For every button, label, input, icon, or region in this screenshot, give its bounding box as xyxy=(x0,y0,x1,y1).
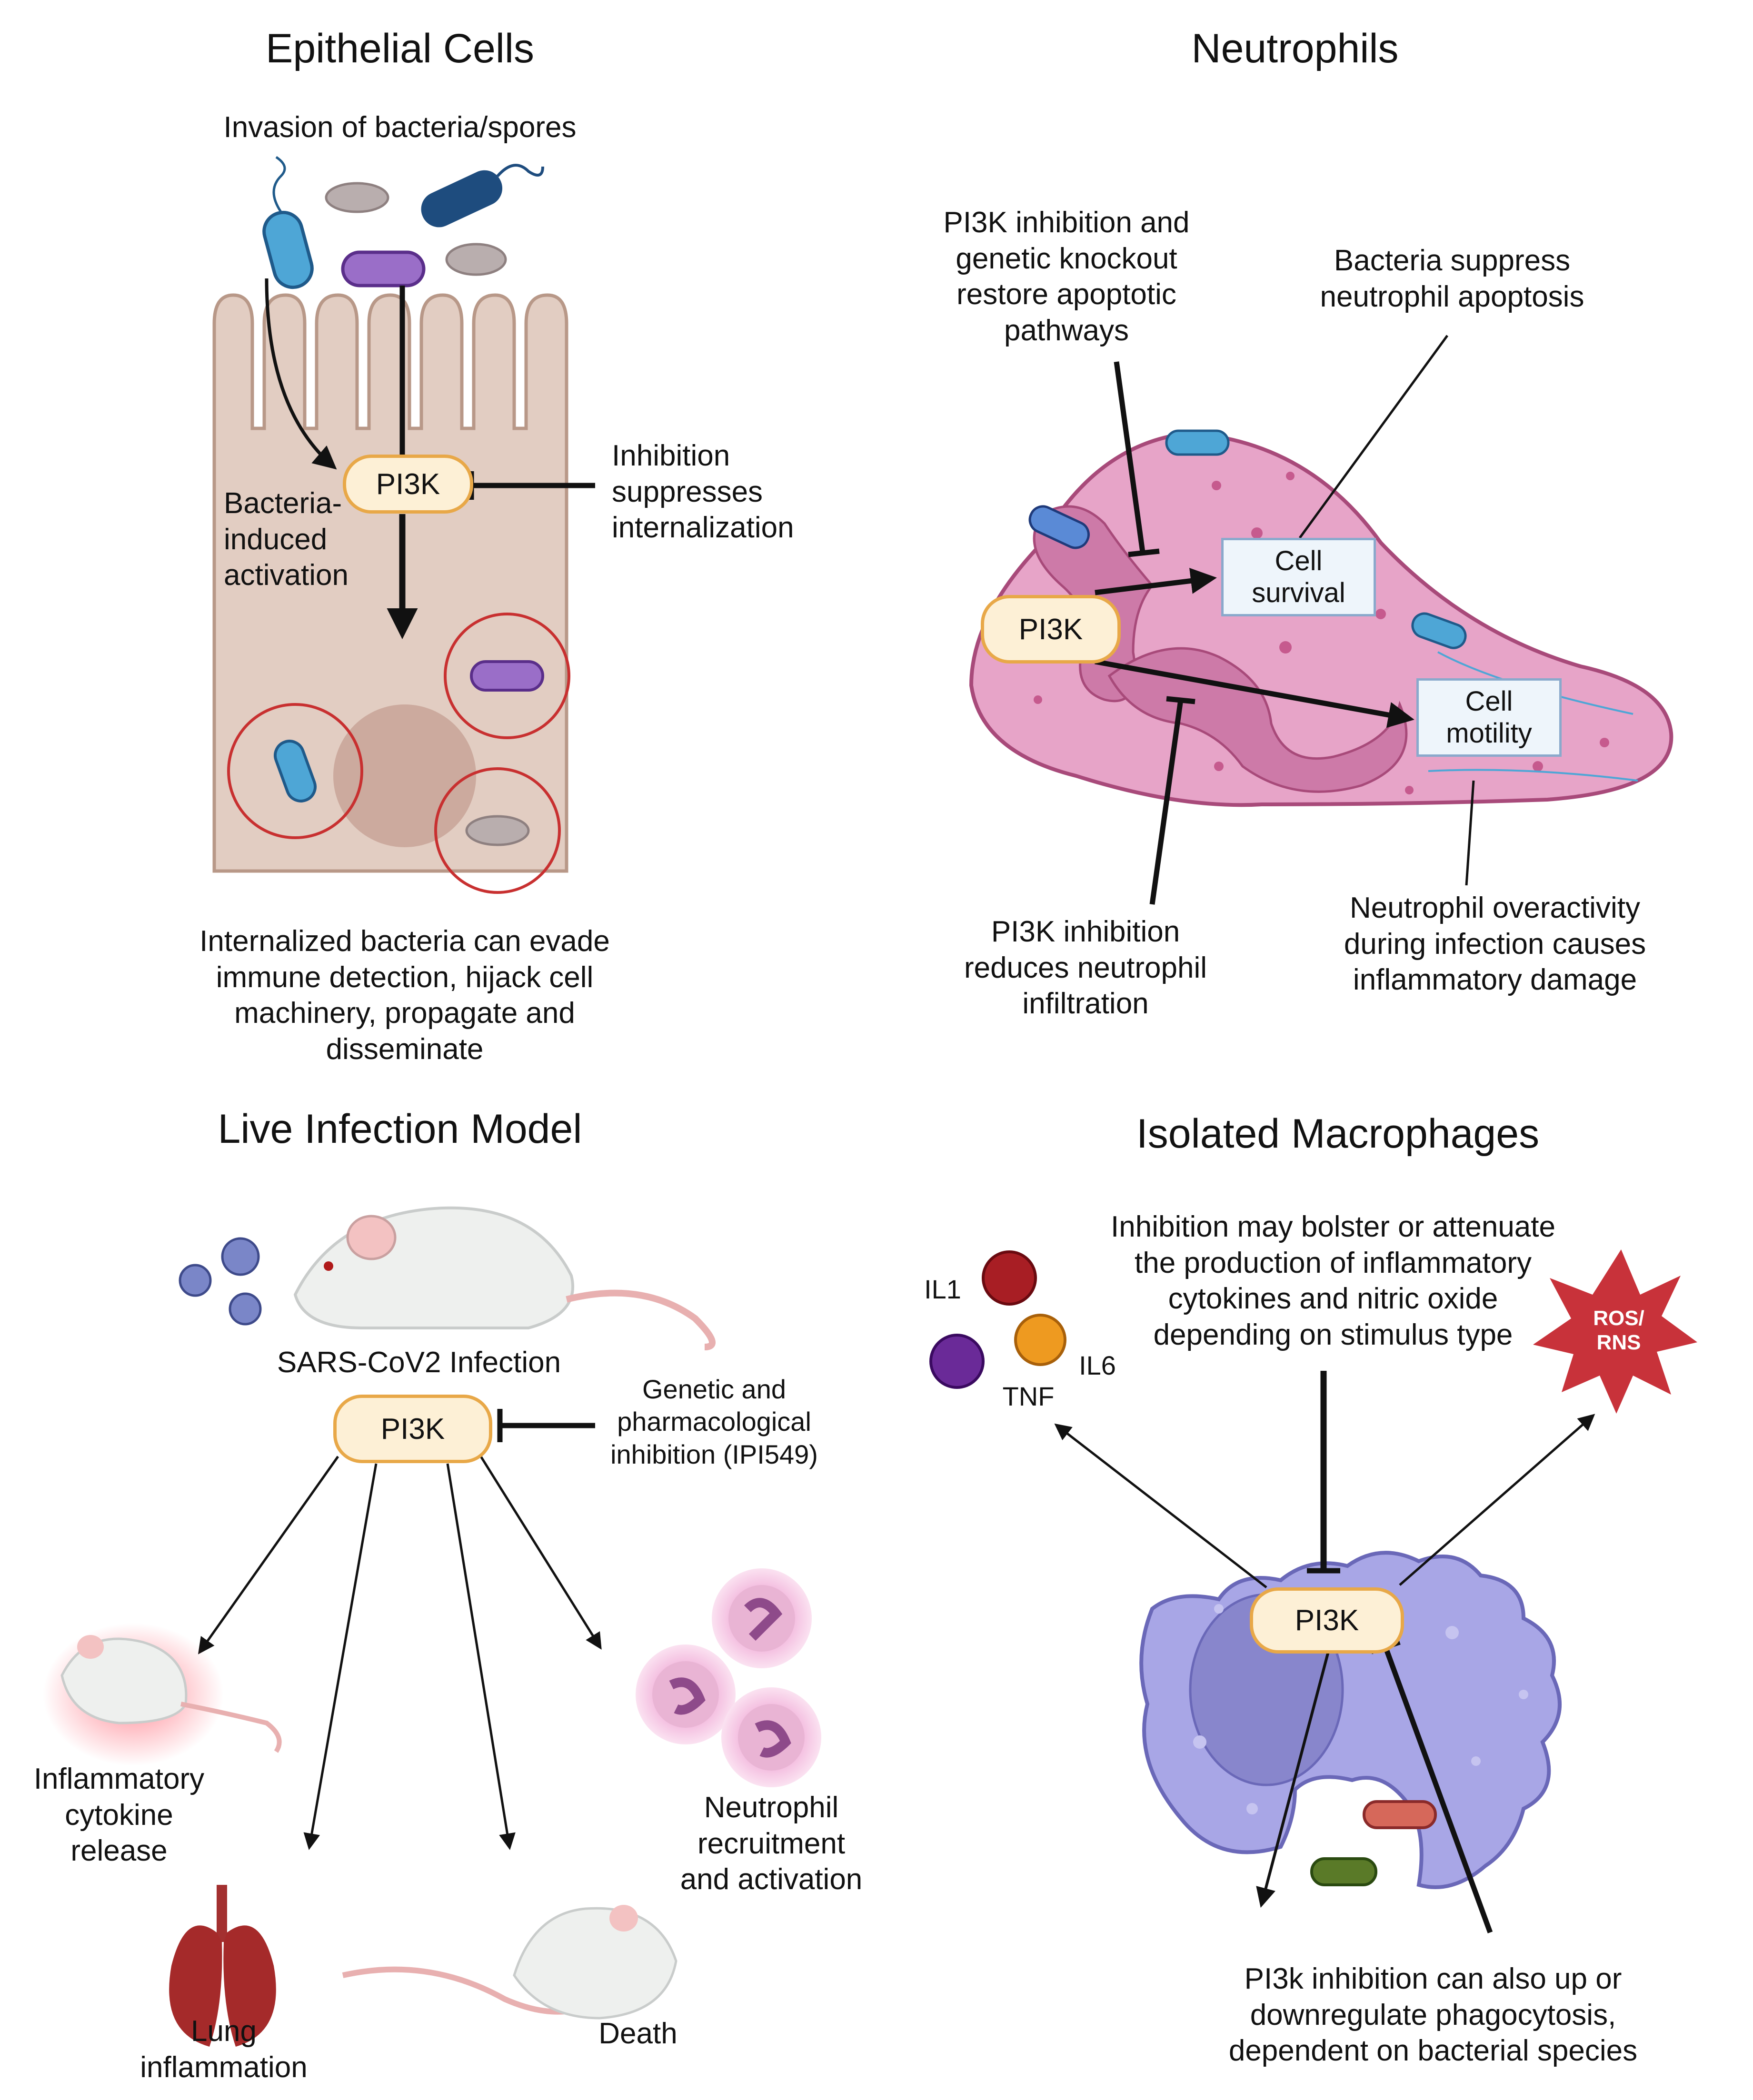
restore-inhibition-line xyxy=(1114,361,1145,553)
infiltration-label: PI3K inhibition reduces neutrophil infil… xyxy=(964,915,1207,1020)
ros-rns-label: ROS/ RNS xyxy=(1593,1307,1644,1354)
inflamed-mouse xyxy=(60,1635,282,1753)
infection-ring-3 xyxy=(434,767,561,894)
cell-survival-box: Cell survival xyxy=(1221,538,1376,616)
restore-inhibition-bar xyxy=(1128,548,1160,557)
cytokine-tnf-ball xyxy=(929,1334,985,1389)
neutrophils-title: Neutrophils xyxy=(1191,26,1399,71)
cytokine-release-label: Inflammatory cytokine release xyxy=(33,1763,205,1868)
il6-label: IL6 xyxy=(1079,1350,1116,1380)
lungs-icon xyxy=(169,1885,276,2047)
il1-label: IL1 xyxy=(924,1274,961,1304)
survival-arrow xyxy=(1095,568,1217,595)
arrow-lung xyxy=(303,1463,378,1850)
arrow-ros xyxy=(1399,1414,1595,1586)
virus-particles xyxy=(179,1237,262,1326)
arrow-phagocytosis xyxy=(1256,1651,1330,1908)
pi3k-pill-neutrophil: PI3K xyxy=(981,595,1121,664)
cytokine-il1-ball xyxy=(982,1250,1037,1306)
dead-mouse xyxy=(342,1905,677,2020)
neutrophil-bacterium-3 xyxy=(1411,612,1467,649)
inhibition-label-epithelial: Inhibition suppresses internalization xyxy=(612,439,794,545)
death-label: Death xyxy=(598,2017,677,2050)
live-infection-title: Live Infection Model xyxy=(218,1106,582,1152)
pi3k-pill-live: PI3K xyxy=(333,1395,492,1463)
spore-2 xyxy=(445,243,507,276)
epithelial-cell xyxy=(212,293,568,873)
bacterium-navy xyxy=(421,164,544,228)
arrow-neutrophil xyxy=(479,1456,602,1650)
phagocytosis-inhibition-line xyxy=(1383,1646,1493,1933)
infection-label: SARS-CoV2 Infection xyxy=(277,1346,561,1379)
internalized-spore xyxy=(465,815,530,846)
pi3k-pill-epithelial: PI3K xyxy=(343,455,473,514)
overactivity-label: Neutrophil overactivity during infection… xyxy=(1344,892,1646,997)
epithelial-caption: Internalized bacteria can evade immune d… xyxy=(199,925,610,1066)
cytokine-il6-ball xyxy=(1014,1314,1066,1366)
arrow-death xyxy=(446,1463,516,1850)
overactivity-pointer xyxy=(1465,780,1475,886)
mouse-main xyxy=(293,1206,716,1350)
suppress-pointer xyxy=(1298,335,1449,539)
phagocytosis-label: PI3k inhibition can also up or downregul… xyxy=(1228,1962,1638,2068)
motility-arrow xyxy=(1095,659,1414,728)
cell-motility-box: Cell motility xyxy=(1416,678,1562,757)
activation-label: Bacteria- induced activation xyxy=(224,487,349,592)
pi3k-pill-macrophage: PI3K xyxy=(1250,1587,1404,1654)
infiltration-line xyxy=(1149,699,1184,905)
bacterium-blue-1 xyxy=(262,156,314,289)
ros-star xyxy=(1533,1249,1697,1414)
infection-ring-2 xyxy=(444,613,570,739)
neutrophil-recruitment-label: Neutrophil recruitment and activation xyxy=(680,1791,863,1896)
arrow-cytokines xyxy=(1054,1423,1267,1588)
flagellum-2 xyxy=(1428,769,1638,782)
neutrophil-bacterium-1 xyxy=(1165,429,1230,456)
inhibition-label-live: Genetic and pharmacological inhibition (… xyxy=(610,1374,818,1469)
internalized-bacterium-2 xyxy=(470,660,544,692)
arrow-cytokine xyxy=(198,1456,339,1654)
activation-arrow xyxy=(265,278,337,470)
macrophages-title: Isolated Macrophages xyxy=(1136,1111,1540,1157)
spore-1 xyxy=(325,182,389,213)
infiltration-bar xyxy=(1166,696,1195,704)
suppress-label: Bacteria suppress neutrophil apoptosis xyxy=(1320,244,1584,313)
tnf-label: TNF xyxy=(1002,1381,1055,1411)
infection-ring-1 xyxy=(227,703,363,839)
invasion-label: Invasion of bacteria/spores xyxy=(223,111,577,144)
neutrophil-cluster xyxy=(636,1568,821,1787)
restore-label: PI3K inhibition and genetic knockout res… xyxy=(943,206,1190,347)
internalized-bacterium-1 xyxy=(274,740,317,802)
macrophage-inhibition-label: Inhibition may bolster or attenuate the … xyxy=(1111,1210,1555,1351)
phagocytosed-bacterium-red xyxy=(1363,1800,1437,1829)
epithelial-title: Epithelial Cells xyxy=(265,26,535,71)
bacterium-purple-1 xyxy=(341,250,426,287)
neutrophil-bacterium-2 xyxy=(1028,505,1090,549)
lung-inflammation-label: Lung inflammation xyxy=(140,2015,308,2084)
nucleus xyxy=(333,704,476,847)
phagocytosed-bacterium-green xyxy=(1310,1857,1377,1886)
